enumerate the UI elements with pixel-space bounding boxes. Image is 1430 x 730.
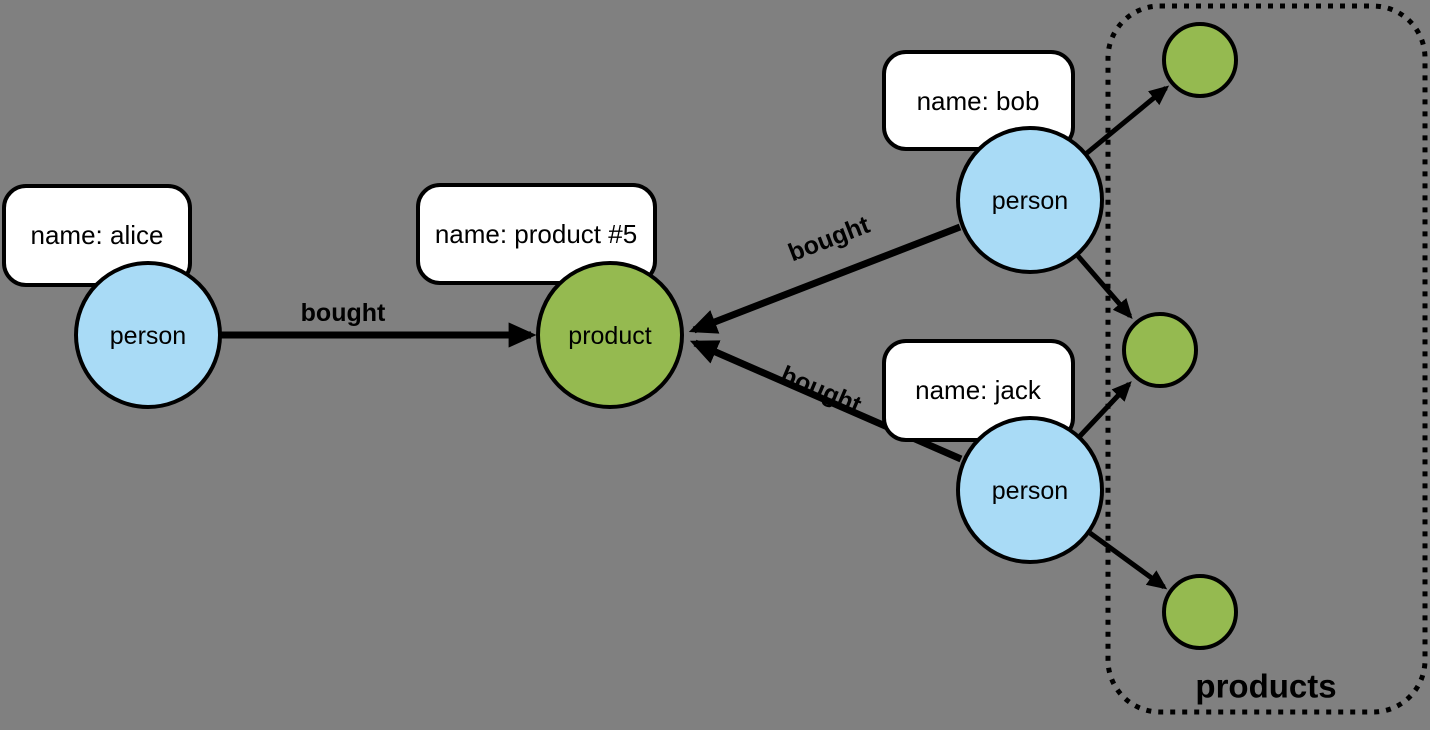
products-group-label: products xyxy=(1195,668,1336,705)
edge-bob-product-a xyxy=(1085,85,1170,155)
node-jack-circle xyxy=(956,416,1104,564)
node-alice: person xyxy=(74,261,222,409)
node-bob: person xyxy=(956,126,1104,274)
node-alice-circle xyxy=(74,261,222,409)
node-product-c-circle xyxy=(1162,574,1238,650)
property-text-product5: name: product #5 xyxy=(435,219,637,249)
node-product5-circle xyxy=(536,261,684,409)
products-group-outline xyxy=(1105,3,1428,715)
node-product5: product xyxy=(536,261,684,409)
node-product-a-circle xyxy=(1162,22,1238,98)
property-box-product5: name: product #5 xyxy=(416,183,657,285)
edge-jack-product-b xyxy=(1078,381,1132,438)
node-bob-circle xyxy=(956,126,1104,274)
property-box-jack: name: jack xyxy=(882,339,1075,442)
node-jack: person xyxy=(956,416,1104,564)
edge-bob-product-b xyxy=(1076,254,1133,320)
node-product5-label: product xyxy=(568,322,651,350)
edge-label-bought-alice: bought xyxy=(301,299,386,327)
node-alice-label: person xyxy=(110,322,186,350)
property-box-bob: name: bob xyxy=(882,50,1075,151)
property-text-bob: name: bob xyxy=(917,86,1040,116)
edge-jack-product-c xyxy=(1088,530,1168,590)
node-jack-label: person xyxy=(992,477,1068,505)
property-text-alice: name: alice xyxy=(31,220,164,250)
edge-bob-bought-product xyxy=(688,223,962,334)
property-text-jack: name: jack xyxy=(915,375,1042,405)
node-bob-label: person xyxy=(992,187,1068,215)
node-product-b-circle xyxy=(1122,312,1198,388)
property-box-product5-rect xyxy=(416,183,657,285)
